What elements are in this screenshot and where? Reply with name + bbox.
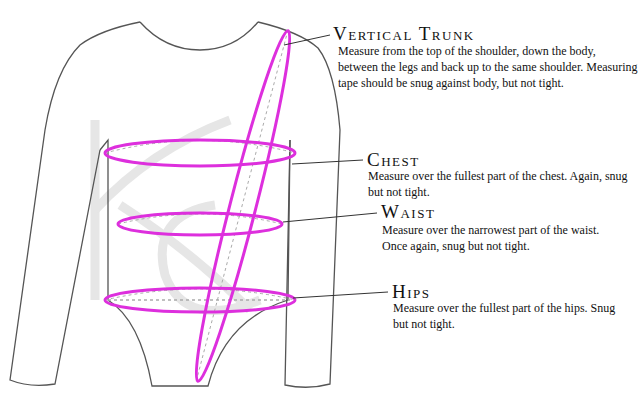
measure-heading: Vertical Trunk [333, 24, 475, 44]
measure-instructions: Measure over the fullest part of the che… [368, 168, 630, 200]
leotard-outline [10, 22, 340, 387]
measure-loops [105, 27, 301, 384]
measure-instructions: Measure over the fullest part of the hip… [393, 300, 623, 332]
back-guides [105, 30, 295, 382]
measure-heading: Chest [367, 150, 420, 170]
measure-instructions: Measure over the narrowest part of the w… [382, 222, 622, 254]
measure-heading: Hips [392, 282, 431, 302]
measure-instructions: Measure from the top of the shoulder, do… [338, 43, 638, 91]
measure-heading: Waist [381, 202, 435, 222]
